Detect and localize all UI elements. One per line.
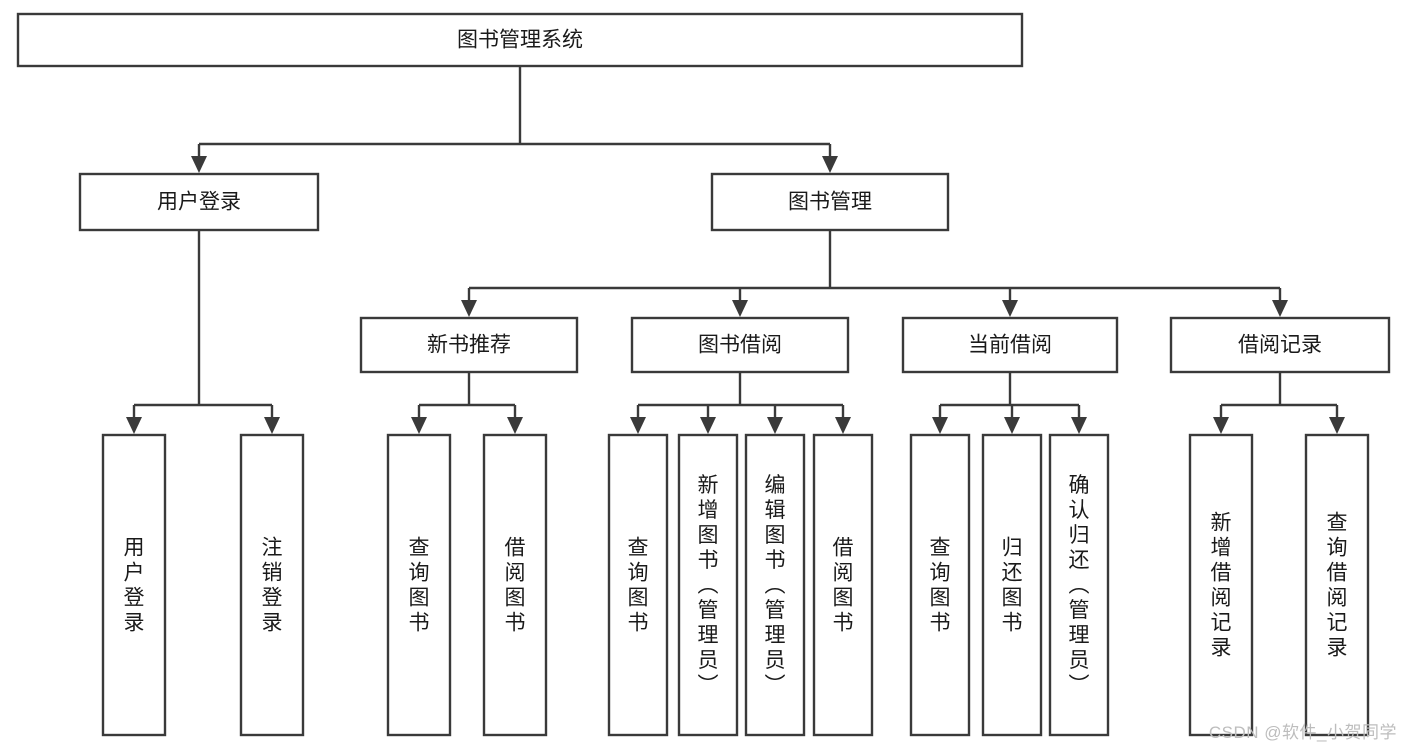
node-l3-e1[interactable]: 新增借阅记录 xyxy=(1188,433,1254,737)
node-l3-d3[interactable]: 确认归还︵管理员︶ xyxy=(1048,433,1110,737)
node-box xyxy=(78,172,320,232)
node-label: 图书管理系统 xyxy=(457,29,583,52)
node-label: 新书推荐 xyxy=(427,334,511,357)
arrow-head-icon xyxy=(835,417,851,434)
node-label: 借阅记录 xyxy=(1238,334,1322,357)
arrow-head-icon xyxy=(461,300,477,317)
node-l2-current[interactable]: 当前借阅 xyxy=(901,316,1119,374)
arrow-head-icon xyxy=(932,417,948,434)
node-label: 新增图书︵管理员︶ xyxy=(698,474,719,697)
node-label: 图书管理 xyxy=(788,191,872,214)
node-box xyxy=(482,433,548,737)
node-label: 借阅图书 xyxy=(505,537,526,635)
node-l2-borrow[interactable]: 图书借阅 xyxy=(630,316,850,374)
node-box xyxy=(710,172,950,232)
node-root[interactable]: 图书管理系统 xyxy=(16,12,1024,68)
node-label: 当前借阅 xyxy=(968,334,1052,357)
node-box xyxy=(16,12,1024,68)
node-box xyxy=(909,433,971,737)
node-box xyxy=(744,433,806,737)
node-label: 图书借阅 xyxy=(698,334,782,357)
node-l3-b2[interactable]: 借阅图书 xyxy=(482,433,548,737)
arrow-head-icon xyxy=(1329,417,1345,434)
node-l1-login[interactable]: 用户登录 xyxy=(78,172,320,232)
node-label: 确认归还︵管理员︶ xyxy=(1069,474,1090,697)
node-label: 查询图书 xyxy=(628,537,649,635)
node-l3-a2[interactable]: 注销登录 xyxy=(239,433,305,737)
node-box xyxy=(1048,433,1110,737)
node-label: 借阅图书 xyxy=(833,537,854,635)
node-box xyxy=(981,433,1043,737)
connector-layer xyxy=(126,66,1345,434)
node-box xyxy=(607,433,669,737)
node-l3-e2[interactable]: 查询借阅记录 xyxy=(1304,433,1370,737)
node-box xyxy=(630,316,850,374)
node-l2-record[interactable]: 借阅记录 xyxy=(1169,316,1391,374)
node-label: 新增借阅记录 xyxy=(1211,512,1232,660)
node-box xyxy=(386,433,452,737)
node-box xyxy=(239,433,305,737)
node-label: 查询图书 xyxy=(930,537,951,635)
arrow-head-icon xyxy=(732,300,748,317)
arrow-head-icon xyxy=(264,417,280,434)
arrow-head-icon xyxy=(507,417,523,434)
arrow-head-icon xyxy=(1071,417,1087,434)
node-box xyxy=(1304,433,1370,737)
node-l1-book[interactable]: 图书管理 xyxy=(710,172,950,232)
node-l3-b1[interactable]: 查询图书 xyxy=(386,433,452,737)
node-box xyxy=(1188,433,1254,737)
node-box xyxy=(901,316,1119,374)
node-layer: 图书管理系统用户登录图书管理新书推荐图书借阅当前借阅借阅记录用户登录注销登录查询… xyxy=(16,12,1391,737)
arrow-head-icon xyxy=(822,156,838,173)
node-label: 用户登录 xyxy=(157,191,241,214)
node-l3-c3[interactable]: 编辑图书︵管理员︶ xyxy=(744,433,806,737)
arrow-head-icon xyxy=(1272,300,1288,317)
node-box xyxy=(677,433,739,737)
node-box xyxy=(359,316,579,374)
node-l3-c1[interactable]: 查询图书 xyxy=(607,433,669,737)
arrow-head-icon xyxy=(411,417,427,434)
arrow-head-icon xyxy=(767,417,783,434)
arrow-head-icon xyxy=(700,417,716,434)
node-l3-a1[interactable]: 用户登录 xyxy=(101,433,167,737)
csdn-watermark: CSDN @软件_小贺同学 xyxy=(1208,723,1397,742)
arrow-head-icon xyxy=(126,417,142,434)
node-box xyxy=(812,433,874,737)
arrow-head-icon xyxy=(630,417,646,434)
arrow-head-icon xyxy=(1004,417,1020,434)
node-label: 用户登录 xyxy=(124,537,145,635)
node-box xyxy=(101,433,167,737)
node-l3-c2[interactable]: 新增图书︵管理员︶ xyxy=(677,433,739,737)
node-l3-d2[interactable]: 归还图书 xyxy=(981,433,1043,737)
node-label: 归还图书 xyxy=(1002,537,1023,635)
node-label: 查询图书 xyxy=(409,537,430,635)
node-label: 编辑图书︵管理员︶ xyxy=(765,474,786,697)
node-label: 注销登录 xyxy=(262,537,283,635)
arrow-head-icon xyxy=(1213,417,1229,434)
arrow-head-icon xyxy=(1002,300,1018,317)
arrow-head-icon xyxy=(191,156,207,173)
node-l3-d1[interactable]: 查询图书 xyxy=(909,433,971,737)
node-l2-newbook[interactable]: 新书推荐 xyxy=(359,316,579,374)
node-box xyxy=(1169,316,1391,374)
node-label: 查询借阅记录 xyxy=(1327,512,1348,660)
node-l3-c4[interactable]: 借阅图书 xyxy=(812,433,874,737)
